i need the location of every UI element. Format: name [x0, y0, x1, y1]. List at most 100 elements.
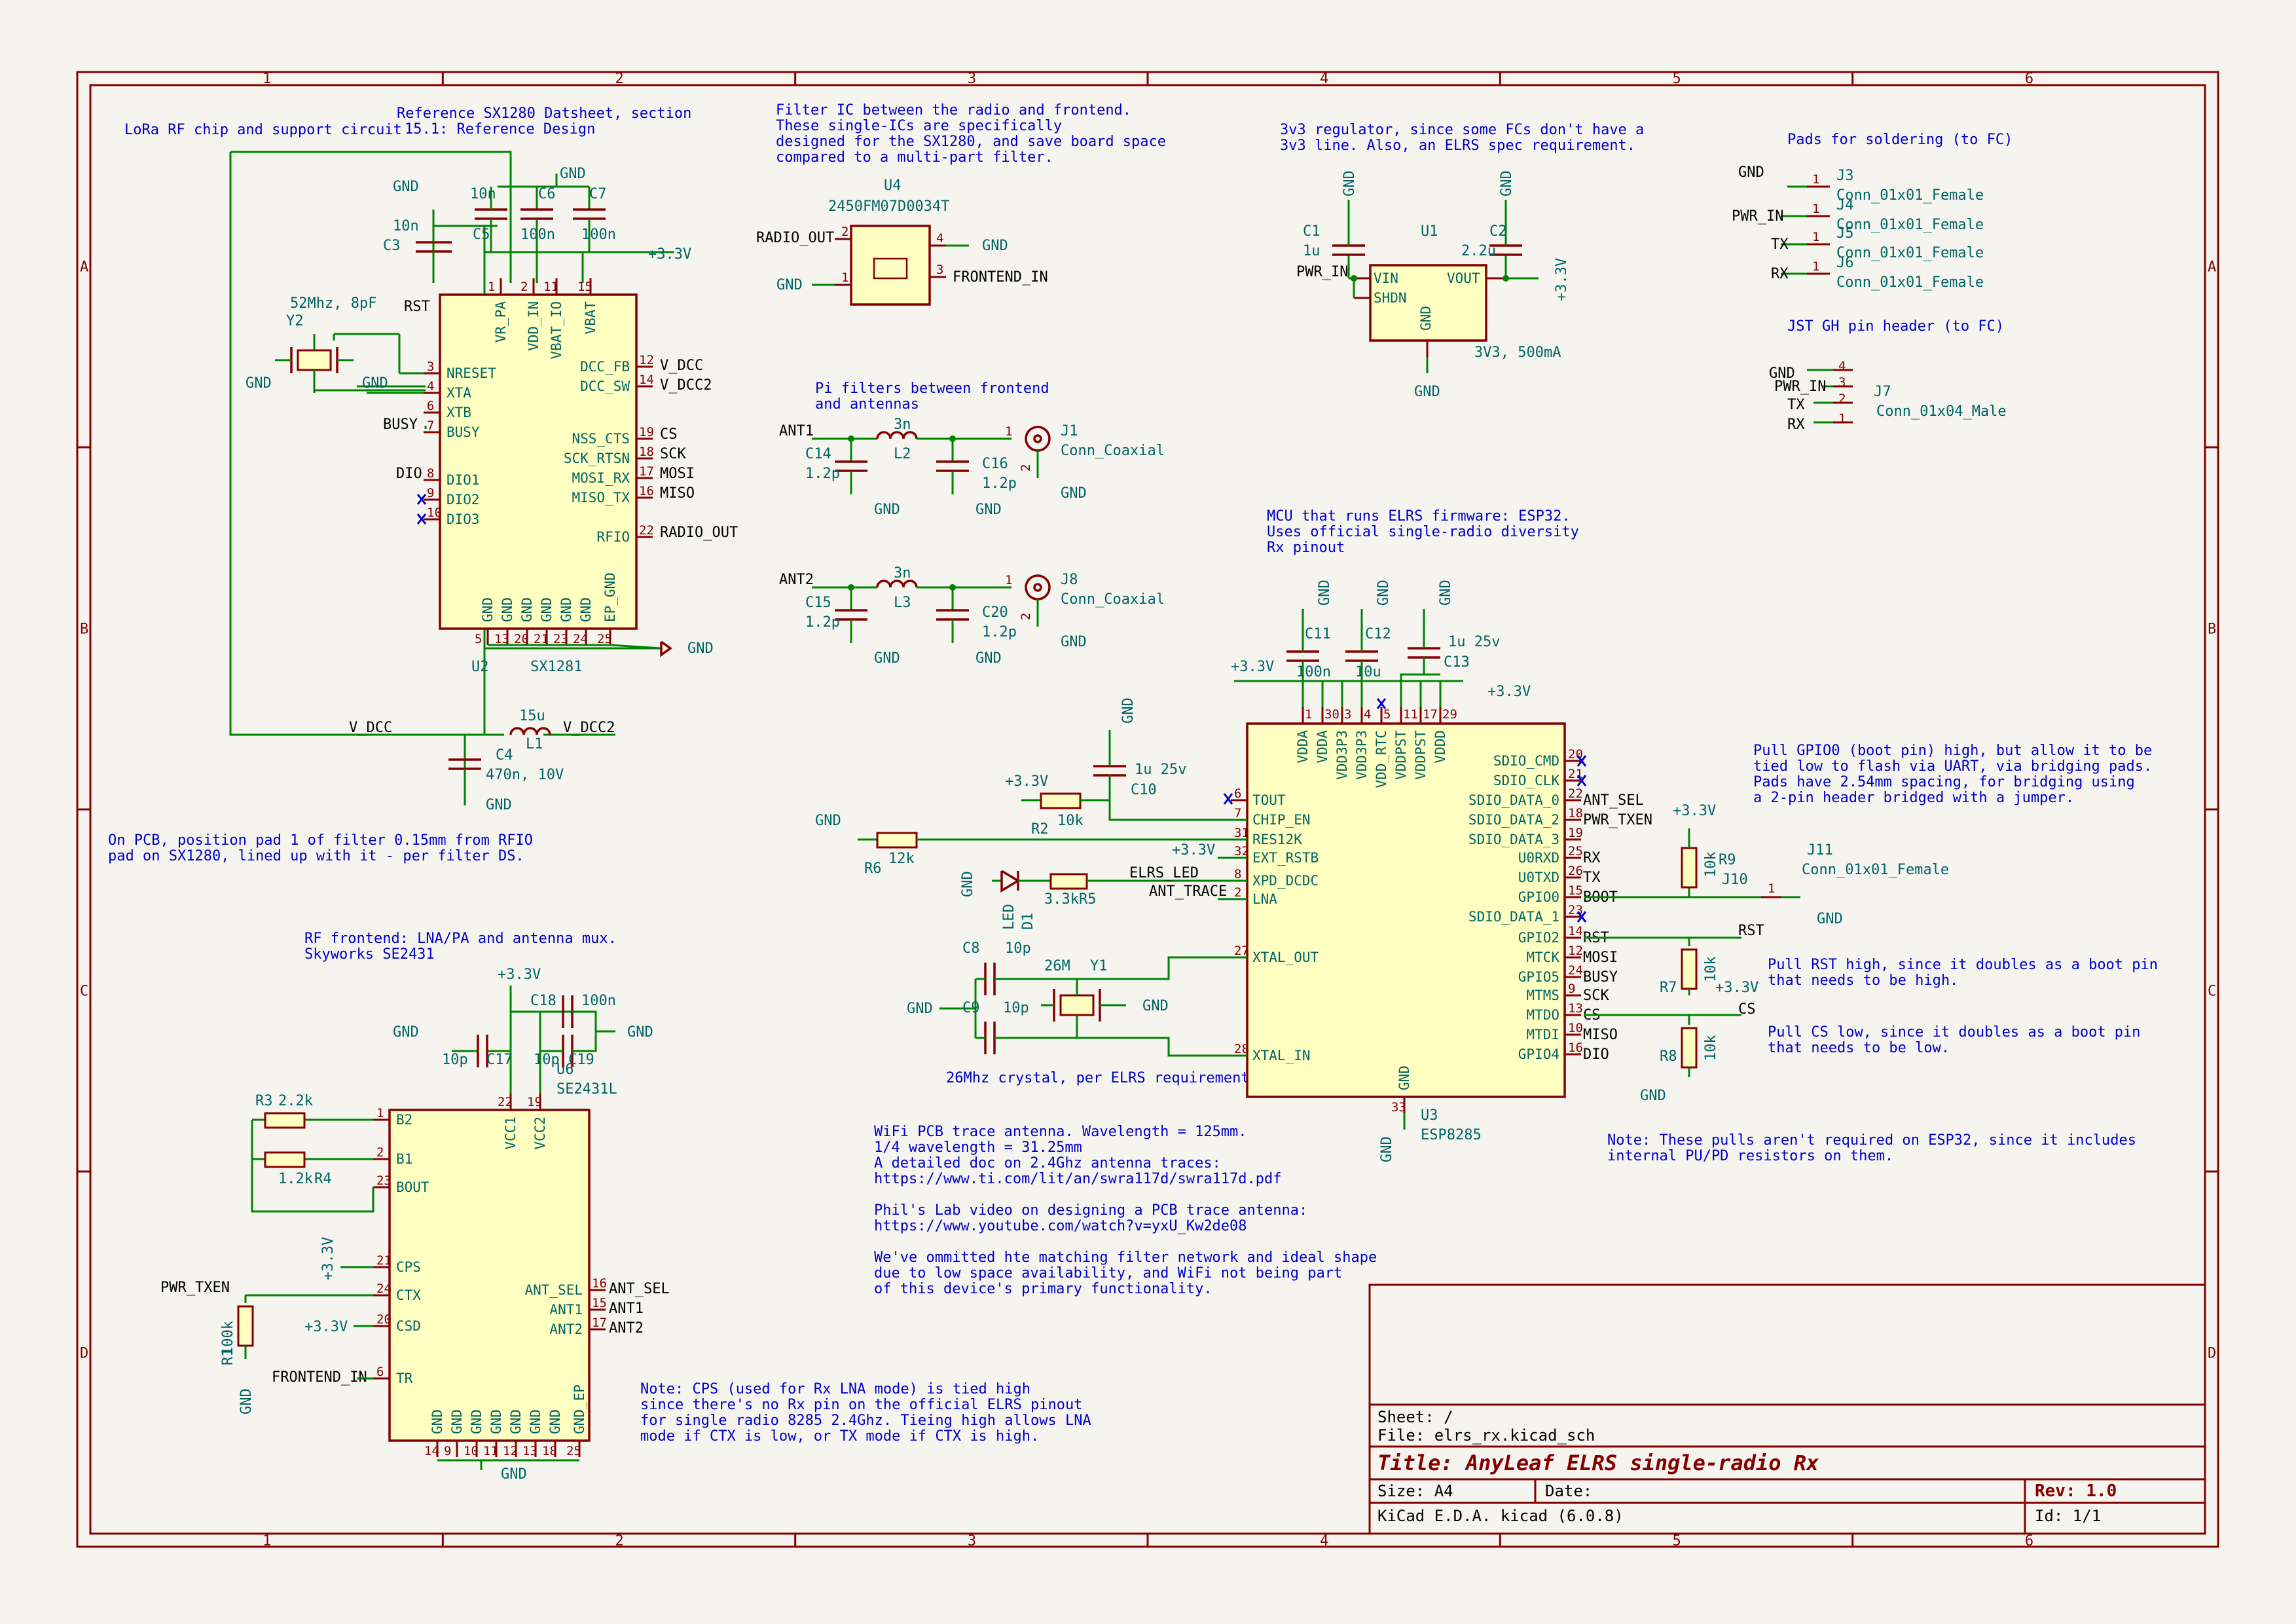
gnd-label: GND — [907, 1001, 933, 1017]
esp-net-label: TX — [1583, 870, 1601, 886]
pi-cap-ref: C15 — [805, 595, 831, 611]
coax-value: Conn_Coaxial — [1061, 591, 1165, 608]
c11-value: 100n — [1296, 664, 1331, 680]
se-pin-name: VCC2 — [532, 1116, 548, 1150]
c18-ref: C18 — [530, 993, 556, 1009]
sx-pin-num: 19 — [639, 425, 654, 439]
esp-pin-name: GPIO4 — [1518, 1046, 1559, 1062]
esp-pin-num: 7 — [1234, 806, 1241, 821]
note-cps-line: mode if CTX is low, or TX mode if CTX is… — [640, 1428, 1039, 1445]
c5-value: 10n — [470, 186, 496, 202]
note-rf-frontend: RF frontend: LNA/PA and antenna mux.Skyw… — [304, 931, 617, 963]
se-pin-name: B1 — [396, 1151, 412, 1167]
se-pin-name: BOUT — [396, 1179, 429, 1195]
r4-value: 1.2k — [278, 1171, 313, 1187]
pi-ind-value: 3n — [894, 565, 911, 581]
gnd-label: GND — [975, 650, 1002, 667]
pi-ind-ref: L2 — [894, 446, 911, 462]
tb-size: Size: A4 — [1377, 1482, 1453, 1500]
sx-pin-name: DIO2 — [446, 492, 480, 507]
col-label-top: 4 — [1320, 71, 1328, 87]
note-wifi-line: Phil's Lab video on designing a PCB trac… — [874, 1202, 1307, 1219]
note-reg-line: 3v3 line. Also, an ELRS spec requirement… — [1280, 138, 1635, 154]
sx-pin-num: 22 — [639, 523, 654, 538]
se-pin-name: GND — [469, 1409, 484, 1434]
col-label-bottom: 6 — [2025, 1533, 2033, 1549]
row-label-right: C — [2208, 984, 2216, 1000]
se-pin-num: 11 — [483, 1444, 498, 1458]
sx-pin-name: DCC_FB — [580, 359, 630, 375]
note-gpio0-line: Pull GPIO0 (boot pin) high, but allow it… — [1753, 743, 2152, 759]
esp-section: TOUT6CHIP_EN7RES12K31EXT_RSTB32XPD_DCDC8… — [815, 580, 1949, 1162]
j10-ref: J10 — [1722, 872, 1748, 888]
sx-pin-name: DIO1 — [446, 472, 480, 488]
row-label-right: D — [2208, 1346, 2216, 1362]
note-pcb-line: On PCB, position pad 1 of filter 0.15mm … — [108, 832, 533, 849]
note-rf-line: RF frontend: LNA/PA and antenna mux. — [304, 931, 617, 947]
rst-label: RST — [1738, 923, 1764, 939]
col-label-top: 5 — [1673, 71, 1681, 87]
sx-pin-num: 24 — [573, 632, 588, 646]
coax-pin-num: 1 — [1005, 573, 1012, 587]
sx-pin-num: 9 — [427, 486, 434, 500]
esp-pin-name: MTDO — [1526, 1007, 1559, 1023]
sx-pin-name: GND — [578, 597, 594, 622]
esp-pin-name: SDIO_DATA_3 — [1468, 832, 1559, 847]
p33-label: +3.3V — [648, 246, 691, 263]
sx-pin-num: 14 — [639, 373, 654, 387]
pad-value: Conn_01x01_Female — [1836, 245, 1984, 261]
c17-ref: C17 — [486, 1052, 513, 1068]
pad-value: Conn_01x01_Female — [1836, 274, 1984, 291]
r1-ref: R1 — [220, 1348, 236, 1366]
svg-text:1: 1 — [1838, 411, 1846, 426]
svg-text:2: 2 — [1838, 392, 1846, 406]
note-wifi: WiFi PCB trace antenna. Wavelength = 125… — [874, 1124, 1377, 1297]
gnd-label: GND — [1120, 697, 1137, 724]
note-rf-line: Skyworks SE2431 — [304, 946, 435, 963]
coax-pin-num: 2 — [1019, 613, 1033, 620]
note-filter: Filter IC between the radio and frontend… — [776, 102, 1166, 166]
pwr-in-label: PWR_IN — [1774, 378, 1826, 395]
row-label-left: A — [80, 259, 88, 276]
u6-value: SE2431L — [556, 1081, 617, 1098]
se-pin-name: VCC1 — [503, 1116, 519, 1150]
esp-pin-name: SDIO_CMD — [1493, 753, 1559, 769]
esp-pin-name: SDIO_DATA_0 — [1468, 792, 1559, 808]
note-pi-line: and antennas — [815, 396, 919, 413]
esp-pin-num: 5 — [1383, 707, 1391, 722]
pad-net: RX — [1771, 266, 1789, 282]
gnd-label: GND — [393, 1024, 419, 1041]
esp-pin-num: 14 — [1568, 924, 1583, 938]
col-label-top: 1 — [263, 71, 271, 87]
r3-value: 2.2k — [278, 1093, 313, 1109]
sx-pin-num: 3 — [427, 360, 434, 374]
c10-ref: C10 — [1131, 782, 1157, 798]
gnd-label: GND — [362, 375, 388, 392]
row-label-right: B — [2208, 621, 2216, 638]
gnd-label: GND — [687, 640, 714, 657]
sx-pin-name: VR_PA — [493, 301, 509, 343]
esp-net-label: ANT_SEL — [1583, 792, 1644, 809]
radio-out-label: RADIO_OUT — [660, 525, 738, 541]
esp-pin-num: 24 — [1568, 963, 1583, 978]
u4-value: 2450FM07D0034T — [828, 198, 949, 215]
ant-label: ANT1 — [779, 423, 814, 439]
notes: LoRa RF chip and support circuit Referen… — [108, 102, 2158, 1445]
se-pin-num: 16 — [592, 1276, 607, 1291]
se-pin-name: GND — [508, 1409, 524, 1434]
u3-esp8285 — [1246, 722, 1566, 1098]
col-label-bottom: 3 — [968, 1533, 976, 1549]
sx-pin-num: 6 — [427, 399, 434, 413]
esp-net-label: MOSI — [1583, 950, 1618, 966]
note-cs-line: Pull CS low, since it doubles as a boot … — [1768, 1024, 2141, 1041]
sx-pin-num: 25 — [597, 632, 612, 646]
esp-pin-name: VDDA — [1315, 730, 1330, 764]
esp-net-label: DIO — [1583, 1046, 1609, 1063]
miso-label: MISO — [660, 485, 695, 502]
esp-pin-num: 22 — [1568, 786, 1583, 801]
tb-id: Id: 1/1 — [2035, 1507, 2101, 1525]
y2-ref: Y2 — [286, 313, 304, 329]
coax-ref: J1 — [1061, 423, 1078, 439]
se-pin-name: ANT1 — [549, 1302, 583, 1318]
